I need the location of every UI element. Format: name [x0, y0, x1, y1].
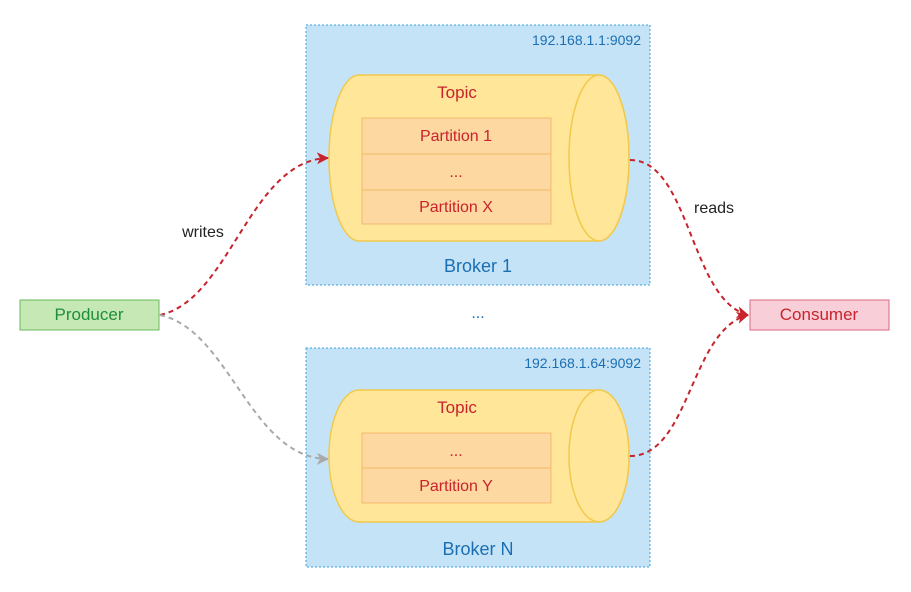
producer-box [19, 299, 160, 331]
broker-1-partition-1-label: Partition 1 [420, 128, 492, 145]
broker-1-topic-label: Topic [437, 83, 477, 102]
topic-cylinder-1-cap [568, 74, 630, 242]
broker-1-partition-ellipsis-label: ... [449, 164, 462, 181]
broker-n-topic-label: Topic [437, 398, 477, 417]
producer-node: Producer [19, 299, 160, 331]
broker-1-partition-1-box [361, 117, 552, 155]
broker-n-name: Broker N [442, 539, 513, 559]
reads-label: reads [694, 200, 734, 217]
broker-1-partition-x-box [361, 189, 552, 225]
broker-n-partition-ellipsis-box [361, 432, 552, 469]
reads-arrow [629, 159, 749, 319]
broker-n-partition-ellipsis-label: ... [449, 443, 462, 460]
broker-n: 192.168.1.64:9092 Topic ... Partition Y … [305, 347, 651, 568]
broker-1: 192.168.1.1:9092 Topic Partition 1 ... P… [305, 24, 651, 286]
broker-n-address: 192.168.1.64:9092 [524, 355, 641, 371]
reads-arrow-broker-n [629, 311, 749, 457]
broker-1-partition-x-label: Partition X [419, 199, 493, 216]
consumer-box [749, 299, 890, 331]
producer-label: Producer [55, 305, 124, 324]
consumer-node: Consumer [749, 299, 890, 331]
topic-cylinder-n-cap [568, 389, 630, 523]
consumer-label: Consumer [780, 305, 859, 324]
broker-1-address: 192.168.1.1:9092 [532, 32, 641, 48]
writes-arrow-inactive [159, 314, 329, 465]
writes-label: writes [181, 224, 224, 241]
brokers-ellipsis: ... [471, 305, 484, 322]
broker-n-partition-y-box [361, 467, 552, 504]
broker-1-partition-ellipsis-box [361, 153, 552, 191]
writes-arrow [159, 152, 329, 316]
broker-n-partition-y-label: Partition Y [419, 478, 493, 495]
broker-1-name: Broker 1 [444, 256, 512, 276]
